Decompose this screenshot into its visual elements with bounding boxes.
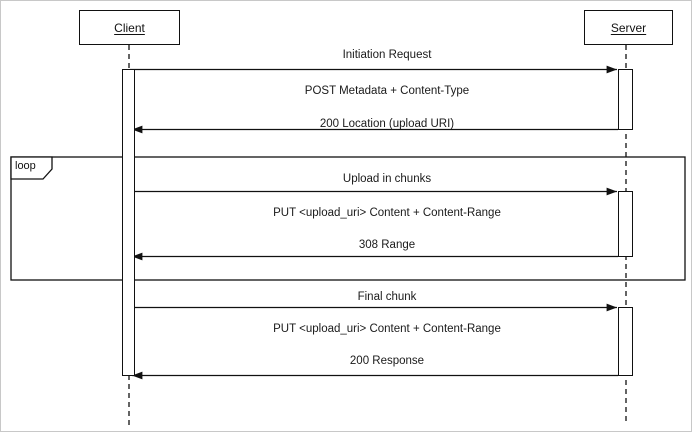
message-label-final-chunk: Final chunk [357, 291, 417, 303]
actor-box-client[interactable]: Client [79, 10, 180, 45]
message-label-upload-in-chunks: Upload in chunks [342, 173, 432, 185]
message-label-initiation-request: Initiation Request [342, 49, 432, 61]
loop-operator-label: loop [15, 160, 36, 172]
actor-label-client: Client [114, 20, 145, 35]
message-label-post-metadata: POST Metadata + Content-Type [304, 85, 470, 97]
actor-box-server[interactable]: Server [584, 10, 673, 45]
message-label-308-range: 308 Range [358, 239, 416, 251]
activation-bar-client [122, 69, 135, 376]
activation-bar-server-initiation [618, 69, 633, 130]
message-label-put-chunk: PUT <upload_uri> Content + Content-Range [273, 207, 501, 219]
message-label-200-response: 200 Response [349, 355, 425, 367]
message-label-put-final-chunk: PUT <upload_uri> Content + Content-Range [273, 323, 501, 335]
actor-label-server: Server [610, 20, 647, 35]
loop-fragment-frame [10, 156, 686, 281]
message-label-200-location: 200 Location (upload URI) [319, 118, 455, 130]
activation-bar-server-final [618, 307, 633, 376]
activation-bar-server-chunk [618, 191, 633, 257]
